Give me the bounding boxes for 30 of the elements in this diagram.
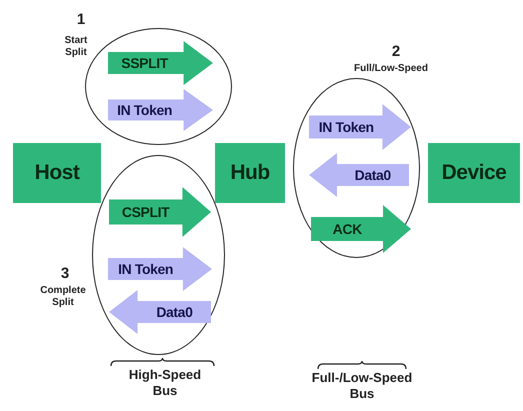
device-label: Device — [442, 161, 506, 185]
device-box — [215, 143, 285, 203]
device-box — [428, 143, 520, 203]
packet-label: SSPLIT — [121, 55, 168, 71]
step-number: 1 — [76, 11, 86, 28]
packet-label: Data0 — [354, 167, 391, 183]
packet-tag — [309, 153, 409, 197]
packet-tag — [109, 290, 211, 334]
bus-label: Full-/Low-Speed Bus — [310, 370, 414, 402]
device-label: Hub — [230, 161, 270, 185]
step-caption: Full/Low-Speed — [353, 63, 429, 74]
step-caption: Complete Split — [39, 285, 87, 308]
packet-tag — [309, 104, 411, 150]
packet-tag — [311, 205, 411, 253]
packet-tag — [108, 41, 213, 85]
device-label: Host — [34, 161, 80, 185]
packet-tag — [108, 247, 212, 291]
packet-label: IN Token — [318, 119, 374, 135]
step-number: 3 — [60, 265, 70, 282]
step-caption: Start Split — [64, 35, 88, 58]
packet-label: ACK — [332, 221, 362, 237]
device-box — [13, 143, 101, 203]
packet-label: CSPLIT — [122, 204, 170, 220]
packet-label: IN Token — [117, 102, 172, 118]
packet-tag — [109, 187, 211, 237]
bus-label: High-Speed Bus — [128, 367, 202, 398]
step-number: 2 — [390, 43, 402, 60]
packet-label: Data0 — [156, 304, 192, 320]
packet-label: IN Token — [118, 261, 174, 277]
packet-tag — [108, 89, 213, 131]
